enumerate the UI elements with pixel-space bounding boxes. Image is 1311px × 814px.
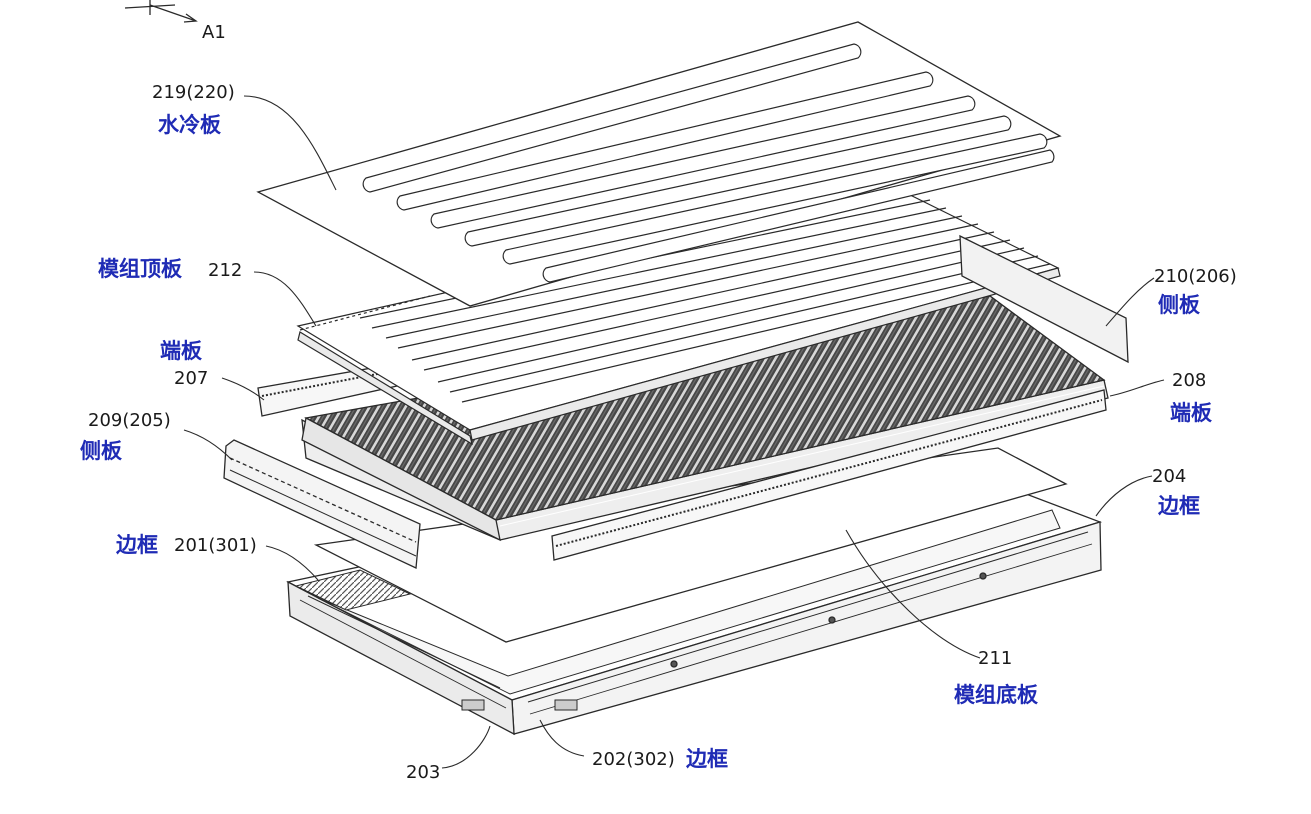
module-top-plate [296, 189, 1061, 446]
battery-cell-stack [301, 295, 1109, 542]
module-top-plate-name: 模组顶板 [98, 256, 182, 281]
module-bottom-plate-name: 模组底板 [954, 682, 1038, 707]
corner-number: 203 [406, 762, 441, 783]
side-plate-right [959, 234, 1129, 364]
frame-right-name: 边框 [1158, 493, 1200, 518]
frame-left-number: 201(301) [174, 535, 257, 556]
frame-front-name: 边框 [686, 746, 728, 771]
axis-indicator [124, 0, 198, 23]
side-plate-left-name: 侧板 [80, 438, 122, 463]
frame-left-name: 边框 [116, 532, 158, 557]
cooling-plate [256, 21, 1062, 307]
end-plate-left-number: 207 [174, 368, 209, 389]
end-plate-left-name: 端板 [160, 338, 202, 363]
axis-label: A1 [202, 22, 226, 43]
side-plate-left [223, 439, 421, 569]
frame-right-number: 204 [1152, 466, 1187, 487]
module-top-plate-number: 212 [208, 260, 243, 281]
side-plate-left-number: 209(205) [88, 410, 171, 431]
end-plate-right-number: 208 [1172, 370, 1207, 391]
side-plate-right-name: 侧板 [1158, 292, 1200, 317]
leader-lines [183, 95, 1165, 769]
module-bottom-plate-number: 211 [978, 648, 1013, 669]
side-plate-right-number: 210(206) [1154, 266, 1237, 287]
end-plate-right [551, 389, 1107, 561]
end-plate-right-name: 端板 [1170, 400, 1212, 425]
frame-front-number: 202(302) [592, 749, 675, 770]
cooling-plate-number: 219(220) [152, 82, 235, 103]
cooling-plate-name: 水冷板 [158, 112, 221, 137]
